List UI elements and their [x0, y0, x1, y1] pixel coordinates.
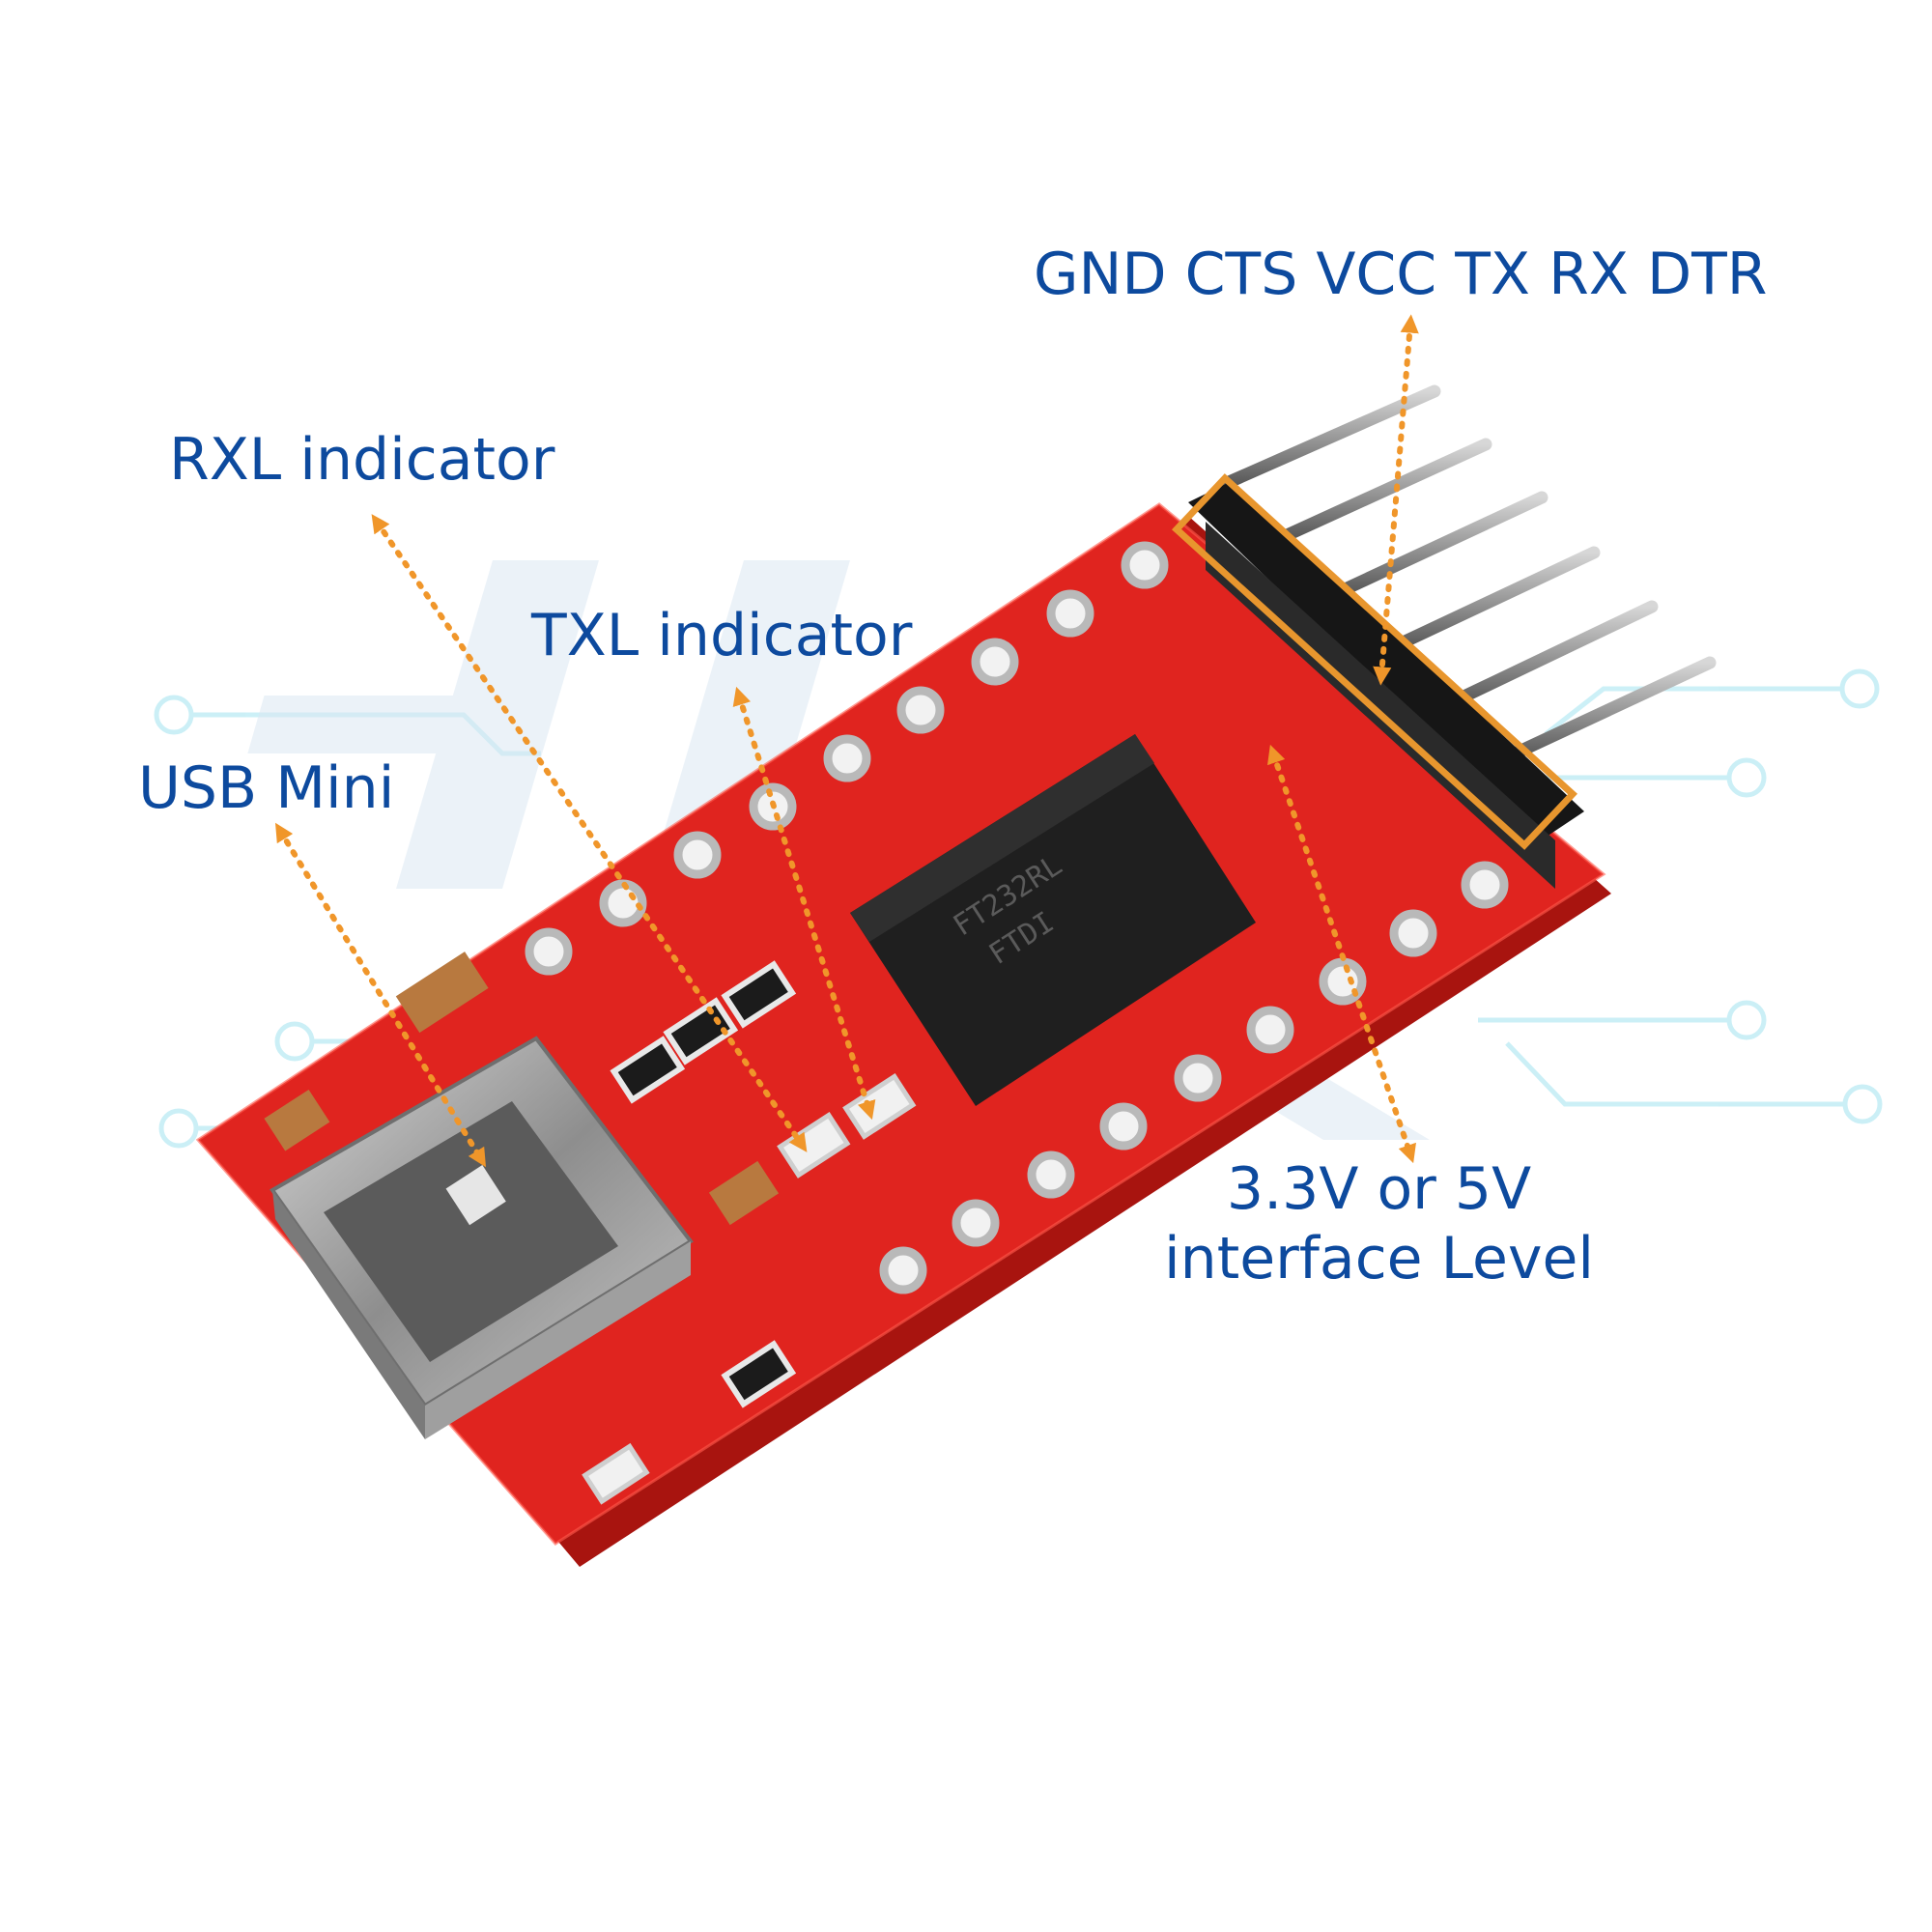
interface-level-line1: 3.3V or 5V [1226, 1155, 1532, 1223]
arrow-usb [274, 822, 487, 1168]
arrow-rxl [371, 514, 808, 1152]
arrow-level [1267, 744, 1416, 1164]
interface-level-line2: interface Level [1164, 1225, 1595, 1293]
pin-header-highlight-box [1172, 473, 1577, 850]
interface-level-label: 3.3V or 5V interface Level [1164, 1154, 1594, 1293]
callout-arrows [274, 314, 1419, 1168]
pin-header-label: GND CTS VCC TX RX DTR [1034, 241, 1768, 308]
rxl-indicator-label: RXL indicator [169, 426, 555, 494]
txl-indicator-label: TXL indicator [531, 602, 913, 669]
usb-mini-label: USB Mini [138, 754, 395, 822]
arrow-pins [1373, 314, 1419, 686]
arrow-txl [732, 686, 876, 1121]
ftdi-chip: FT232RL FTDI [850, 734, 1256, 1106]
